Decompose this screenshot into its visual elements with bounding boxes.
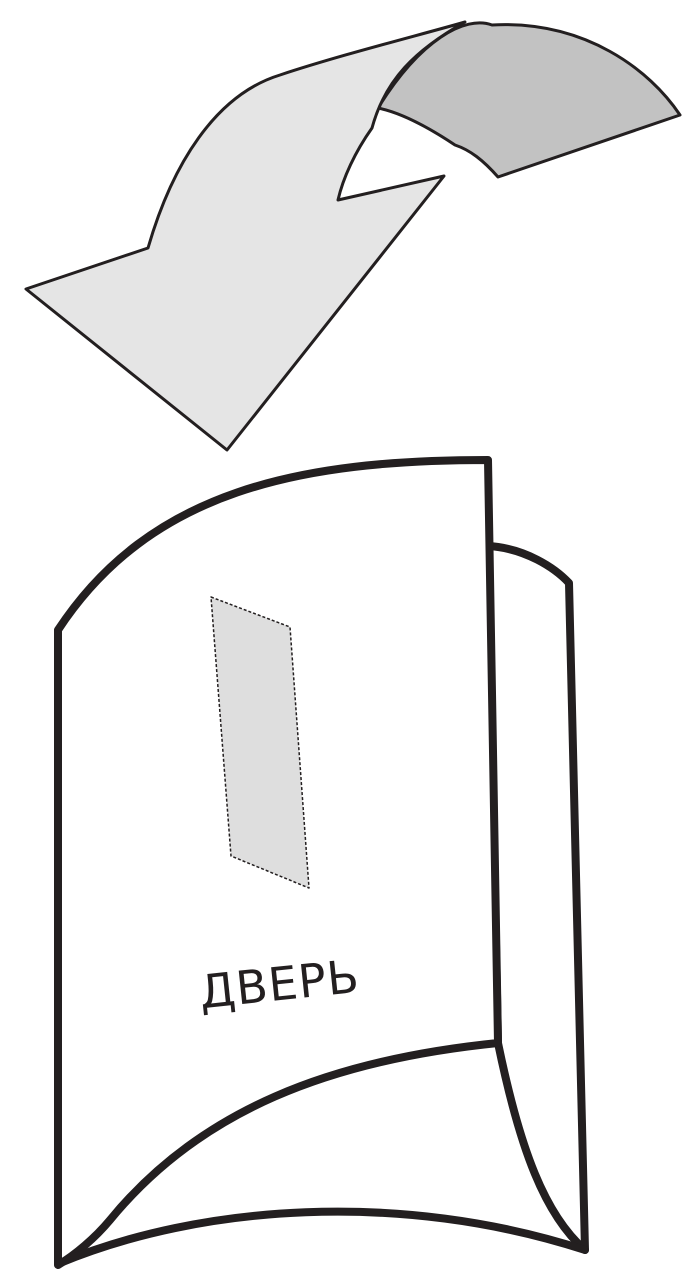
door-back-leaf (484, 542, 589, 1254)
door-bottom-sweep (56, 1207, 589, 1267)
arrow-front-face (24, 20, 467, 452)
curved-door-icon: ДВЕРЬ (54, 456, 589, 1269)
curved-down-left-arrow-icon (24, 20, 682, 452)
applied-label-panel-icon (210, 596, 310, 889)
